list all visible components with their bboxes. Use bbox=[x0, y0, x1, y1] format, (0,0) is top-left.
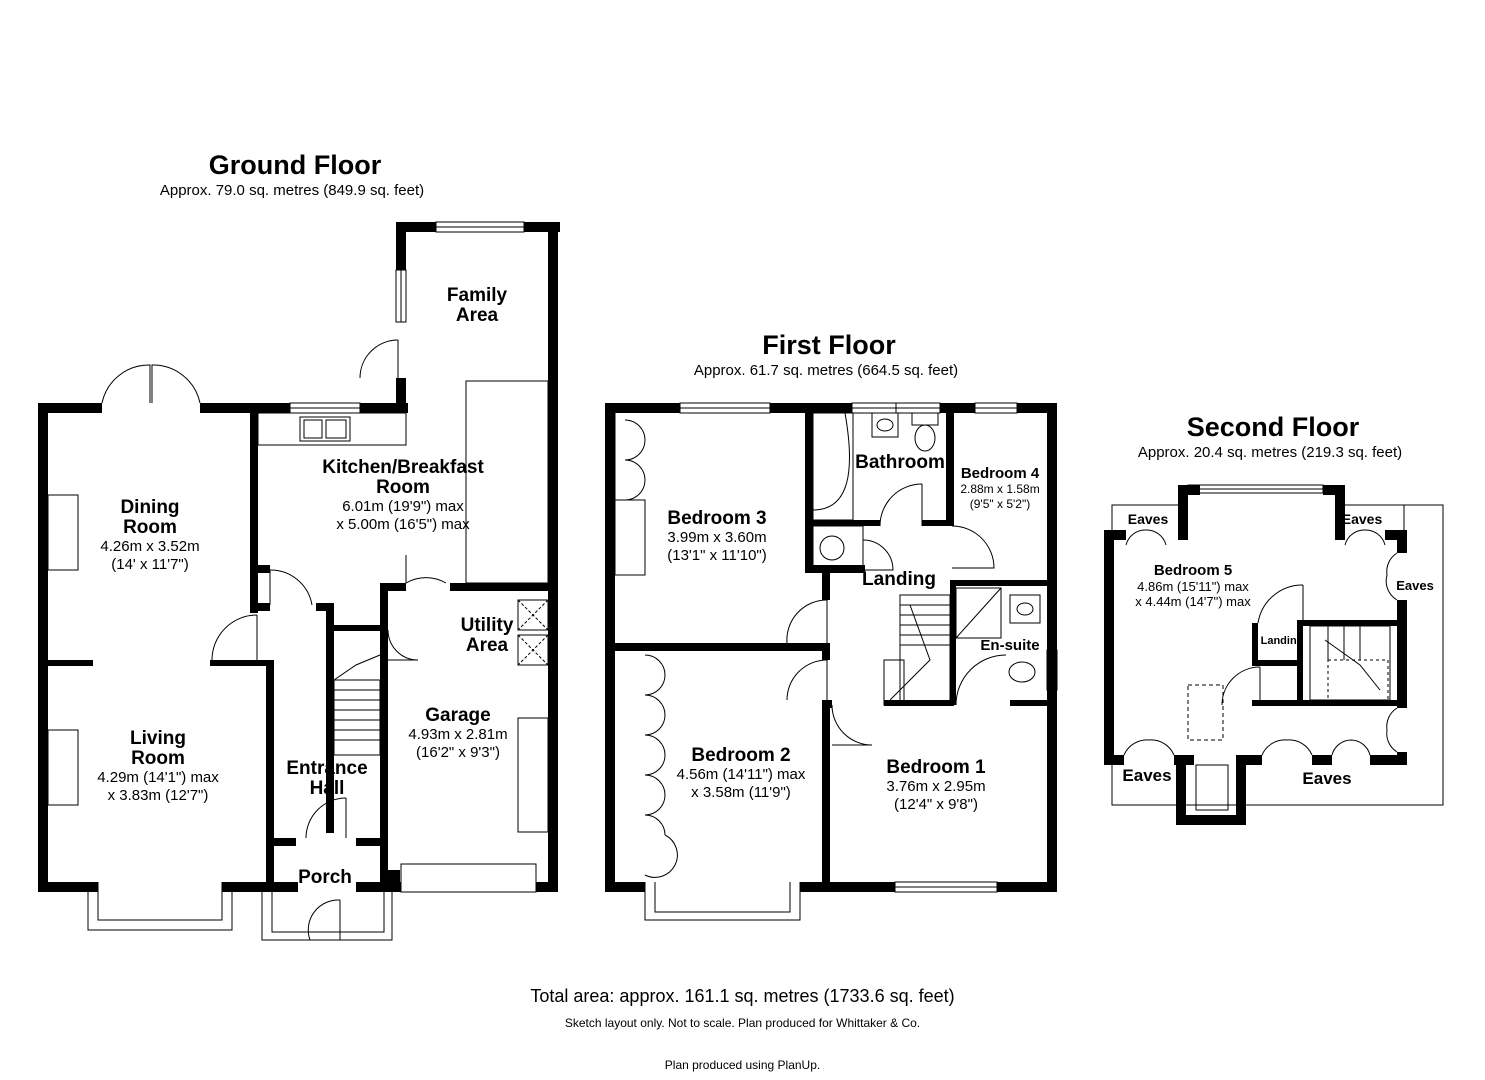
first-floor-title: First Floor bbox=[762, 330, 896, 360]
room-landing: Landing bbox=[862, 570, 936, 590]
room-name: Living Room bbox=[130, 728, 186, 769]
room-name: Utility Area bbox=[460, 615, 514, 656]
room-dimensions: 4.26m x 3.52m (14' x 11'7") bbox=[100, 538, 200, 573]
second-floor-area: Approx. 20.4 sq. metres (219.3 sq. feet) bbox=[1137, 444, 1403, 461]
room-dimensions: 6.01m (19'9") max x 5.00m (16'5") max bbox=[336, 498, 470, 533]
ground-floor-area: Approx. 79.0 sq. metres (849.9 sq. feet) bbox=[159, 182, 425, 199]
room-name: Garage bbox=[425, 705, 491, 726]
plan-credit: Plan produced using PlanUp. bbox=[664, 1058, 821, 1072]
eaves-label: Eaves bbox=[1341, 511, 1383, 527]
room-living: Living Room 4.29m (14'1") max x 3.83m (1… bbox=[97, 729, 219, 805]
room-name: Bathroom bbox=[855, 452, 945, 473]
room-en-suite: En-suite bbox=[980, 637, 1039, 654]
eaves-label: Eaves bbox=[1302, 769, 1352, 788]
room-porch: Porch bbox=[298, 868, 352, 888]
room-bedroom-3: Bedroom 3 3.99m x 3.60m (13'1" x 11'10") bbox=[667, 509, 767, 565]
room-dimensions: 3.99m x 3.60m (13'1" x 11'10") bbox=[667, 529, 767, 564]
room-utility-area: Utility Area bbox=[461, 616, 514, 656]
eaves-label: Eaves bbox=[1396, 578, 1434, 593]
second-floor-title: Second Floor bbox=[1186, 412, 1360, 442]
room-name: Entrance Hall bbox=[286, 758, 368, 799]
room-second-landing: Landing bbox=[1261, 633, 1304, 650]
first-floor-area: Approx. 61.7 sq. metres (664.5 sq. feet) bbox=[693, 362, 959, 379]
room-dimensions: 4.93m x 2.81m (16'2" x 9'3") bbox=[408, 726, 508, 761]
room-bedroom-4: Bedroom 4 2.88m x 1.58m (9'5" x 5'2") bbox=[960, 465, 1039, 512]
room-name: Landing bbox=[862, 569, 936, 590]
room-name: Family Area bbox=[446, 285, 508, 326]
room-bedroom-2: Bedroom 2 4.56m (14'11") max x 3.58m (11… bbox=[677, 746, 806, 802]
room-garage: Garage 4.93m x 2.81m (16'2" x 9'3") bbox=[408, 706, 507, 762]
total-area: Total area: approx. 161.1 sq. metres (17… bbox=[530, 986, 955, 1006]
room-dimensions: 3.76m x 2.95m (12'4" x 9'8") bbox=[886, 778, 986, 813]
room-dimensions: 4.29m (14'1") max x 3.83m (12'7") bbox=[97, 769, 219, 804]
room-name: En-suite bbox=[980, 637, 1040, 654]
room-name: Bedroom 4 bbox=[960, 465, 1040, 482]
room-dining: Dining Room 4.26m x 3.52m (14' x 11'7") bbox=[100, 498, 199, 574]
ground-floor-title: Ground Floor bbox=[208, 150, 382, 180]
room-dimensions: 4.56m (14'11") max x 3.58m (11'9") bbox=[676, 766, 806, 801]
room-entrance-hall: Entrance Hall bbox=[286, 759, 367, 799]
room-name: Bedroom 1 bbox=[886, 757, 986, 778]
room-name: Porch bbox=[298, 867, 352, 888]
room-name: Dining Room bbox=[120, 497, 180, 538]
room-name: Kitchen/Breakfast Room bbox=[322, 457, 484, 498]
eaves-label: Eaves bbox=[1122, 766, 1172, 785]
room-name: Bedroom 2 bbox=[691, 745, 791, 766]
eaves-label: Eaves bbox=[1127, 511, 1169, 527]
room-bedroom-1: Bedroom 1 3.76m x 2.95m (12'4" x 9'8") bbox=[886, 758, 985, 814]
room-kitchen: Kitchen/Breakfast Room 6.01m (19'9") max… bbox=[322, 458, 484, 534]
room-name: Bedroom 5 bbox=[1153, 562, 1233, 579]
room-bathroom: Bathroom bbox=[855, 453, 945, 473]
disclaimer-note: Sketch layout only. Not to scale. Plan p… bbox=[564, 1016, 921, 1030]
room-bedroom-5: Bedroom 5 4.86m (15'11") max x 4.44m (14… bbox=[1135, 562, 1250, 609]
room-dimensions: 4.86m (15'11") max x 4.44m (14'7") max bbox=[1135, 579, 1251, 609]
room-dimensions: 2.88m x 1.58m (9'5" x 5'2") bbox=[960, 482, 1040, 511]
room-name: Bedroom 3 bbox=[667, 508, 767, 529]
room-name: Landing bbox=[1260, 635, 1304, 647]
room-family-area: Family Area bbox=[447, 286, 507, 326]
